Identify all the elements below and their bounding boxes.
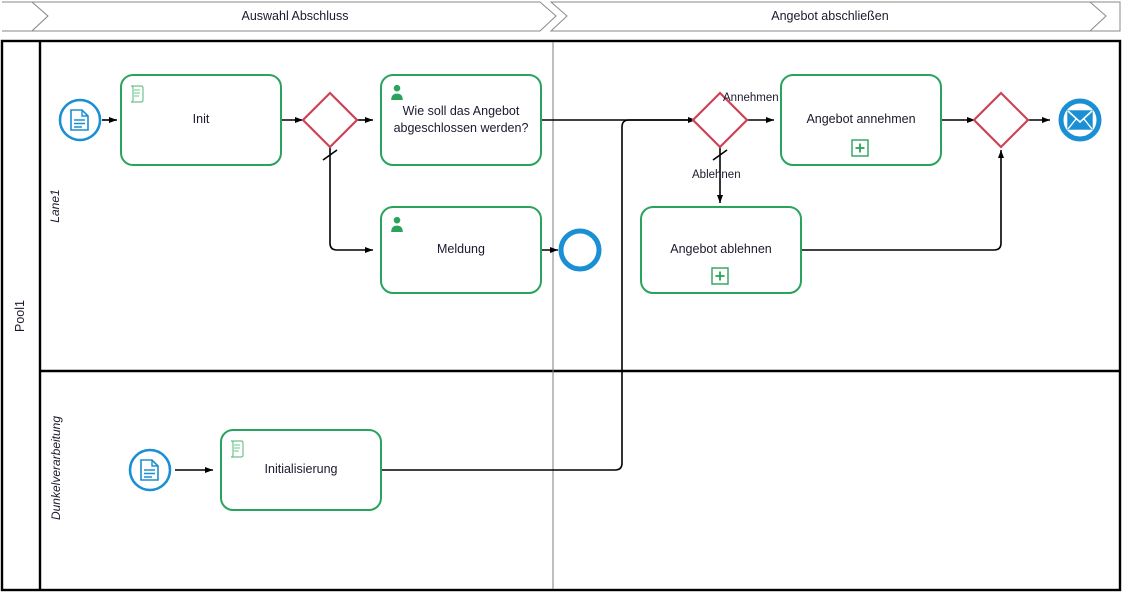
task-init[interactable]: [120, 74, 282, 166]
flow-gateway1-to-meldung: [329, 147, 373, 253]
sequence-flows: [102, 117, 1050, 473]
phase-banner: [2, 1, 1121, 32]
gateway-1[interactable]: [301, 91, 359, 149]
gateways: [301, 91, 1030, 149]
document-icon: [70, 109, 89, 131]
phase-label-2: Angebot abschließen: [771, 9, 889, 23]
script-icon: [230, 440, 244, 458]
task-angebot-annehmen[interactable]: [780, 74, 942, 166]
gateway-3[interactable]: [972, 91, 1030, 149]
envelope-icon: [1067, 110, 1093, 130]
flow-initialisierung-to-gateway2: [381, 119, 696, 471]
default-flow-marker-gateway2: [712, 149, 728, 161]
flow-ablehnen-to-gateway3: [801, 150, 1004, 251]
end-event-none[interactable]: [558, 228, 602, 272]
pool-label: Pool1: [13, 300, 27, 332]
task-meldung[interactable]: [380, 206, 542, 294]
plus-marker-icon: [711, 267, 729, 285]
flow-label-annehmen: Annehmen: [723, 92, 779, 104]
plus-marker-icon: [851, 139, 869, 157]
tasks: [120, 74, 942, 511]
task-angebot-ablehnen[interactable]: [640, 206, 802, 294]
events: [58, 98, 1102, 492]
phase-label-1: Auswahl Abschluss: [241, 9, 349, 23]
user-icon: [391, 84, 403, 100]
lane-label-2: Dunkelverarbeitung: [49, 415, 63, 521]
phase-1-chevron[interactable]: [30, 1, 557, 32]
task-wie-soll-das-angebot[interactable]: [380, 74, 542, 166]
gateway-2[interactable]: [691, 91, 749, 149]
user-icon: [391, 216, 403, 232]
flow-label-ablehnen: Ablehnen: [692, 169, 741, 181]
phase-banner-left-cap: [2, 2, 48, 31]
task-initialisierung[interactable]: [220, 429, 382, 511]
default-flow-marker-gateway1: [322, 149, 338, 161]
document-icon: [140, 459, 159, 481]
lane-label-1: Lane1: [48, 189, 62, 223]
phase-banner-right-cap: [1090, 1, 1121, 32]
script-icon: [130, 85, 144, 103]
